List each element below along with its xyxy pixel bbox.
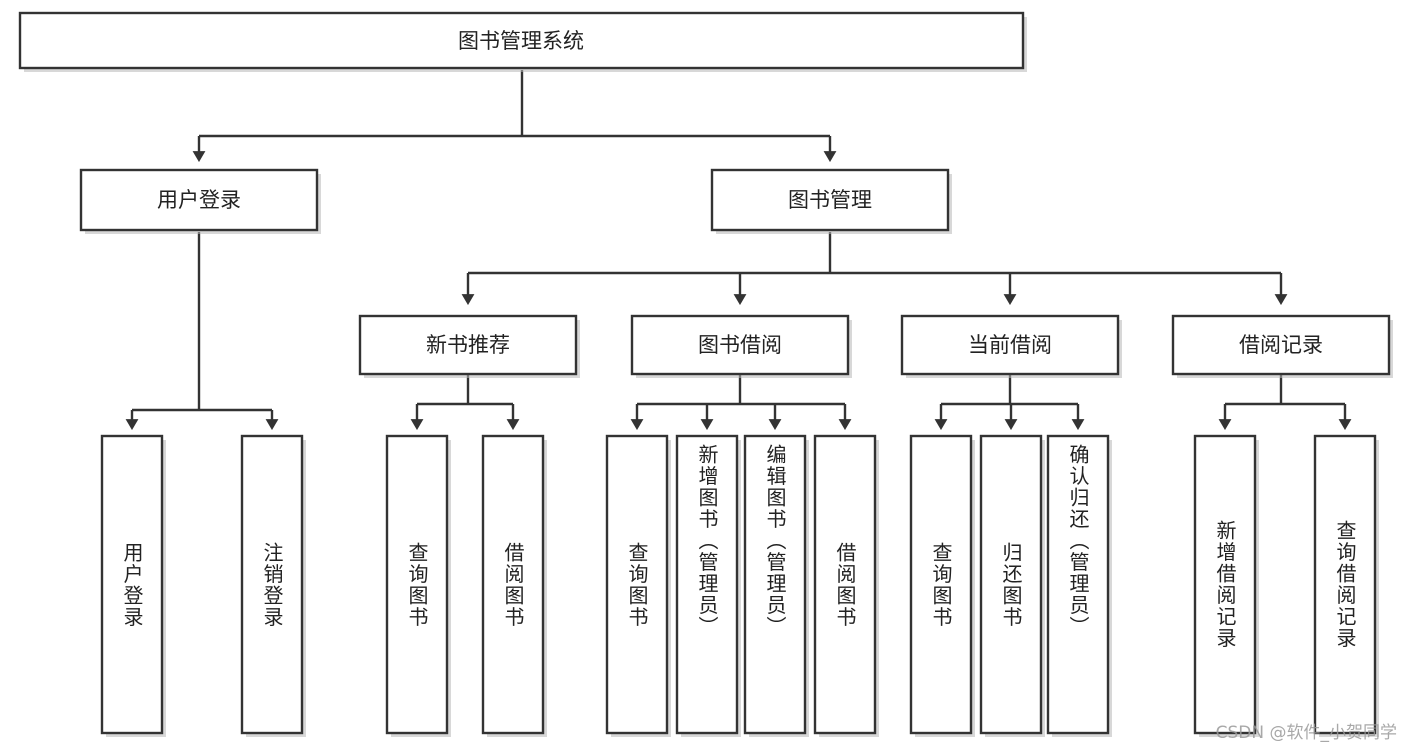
node-leaf-borrow-book-2[interactable]	[813, 434, 879, 737]
node-leaf-query-book-2[interactable]	[605, 434, 671, 737]
node-leaf-add-record[interactable]	[1193, 434, 1259, 737]
node-borrow-record[interactable]: 借阅记录	[1171, 314, 1393, 378]
edges-layer	[125, 70, 1352, 431]
node-leaf-query-book-3[interactable]	[909, 434, 975, 737]
node-leaf-edit-book[interactable]	[743, 434, 809, 737]
csdn-watermark: CSDN @软件_小贺同学	[1215, 723, 1397, 743]
node-leaf-query-book-3-box	[909, 434, 973, 735]
nodes-layer: 图书管理系统 用户登录 图书管理 新书推荐	[18, 11, 1393, 737]
node-book-borrow-label: 图书借阅	[698, 333, 782, 357]
node-leaf-query-book-1[interactable]	[385, 434, 451, 737]
node-user-login[interactable]: 用户登录	[79, 168, 321, 234]
node-leaf-query-book-2-box	[605, 434, 669, 735]
node-leaf-user-logout[interactable]	[240, 434, 306, 737]
node-root-label: 图书管理系统	[458, 29, 584, 53]
node-leaf-user-login-box	[100, 434, 164, 735]
node-leaf-borrow-book-1-box	[481, 434, 545, 735]
node-leaf-return-book[interactable]	[979, 434, 1045, 737]
node-new-book-recommend-box	[358, 314, 578, 376]
node-book-management-label: 图书管理	[788, 188, 872, 212]
node-new-book-recommend[interactable]: 新书推荐	[358, 314, 580, 378]
node-leaf-add-book[interactable]	[675, 434, 741, 737]
node-leaf-return-book-box	[979, 434, 1043, 735]
node-leaf-confirm-return[interactable]	[1046, 434, 1112, 737]
node-leaf-query-record-box	[1313, 434, 1377, 735]
node-borrow-record-label: 借阅记录	[1239, 333, 1323, 357]
node-leaf-borrow-book-1[interactable]	[481, 434, 547, 737]
node-book-management[interactable]: 图书管理	[710, 168, 952, 234]
node-leaf-confirm-return-box	[1046, 434, 1110, 735]
node-new-book-recommend-label: 新书推荐	[426, 333, 510, 357]
node-leaf-borrow-book-2-box	[813, 434, 877, 735]
node-book-borrow[interactable]: 图书借阅	[630, 314, 852, 378]
node-borrow-record-box	[1171, 314, 1391, 376]
node-root-box	[18, 11, 1025, 70]
node-user-login-box	[79, 168, 319, 232]
node-leaf-user-logout-box	[240, 434, 304, 735]
node-leaf-add-book-box	[675, 434, 739, 735]
node-book-management-box	[710, 168, 950, 232]
node-book-borrow-box	[630, 314, 850, 376]
node-user-login-label: 用户登录	[157, 188, 241, 212]
node-current-borrow-label: 当前借阅	[968, 333, 1052, 357]
node-leaf-edit-book-box	[743, 434, 807, 735]
node-leaf-query-record[interactable]	[1313, 434, 1379, 737]
node-leaf-query-book-1-box	[385, 434, 449, 735]
node-root[interactable]: 图书管理系统	[18, 11, 1027, 72]
node-current-borrow-box	[900, 314, 1120, 376]
node-leaf-add-record-box	[1193, 434, 1257, 735]
node-leaf-user-login[interactable]	[100, 434, 166, 737]
node-current-borrow[interactable]: 当前借阅	[900, 314, 1122, 378]
